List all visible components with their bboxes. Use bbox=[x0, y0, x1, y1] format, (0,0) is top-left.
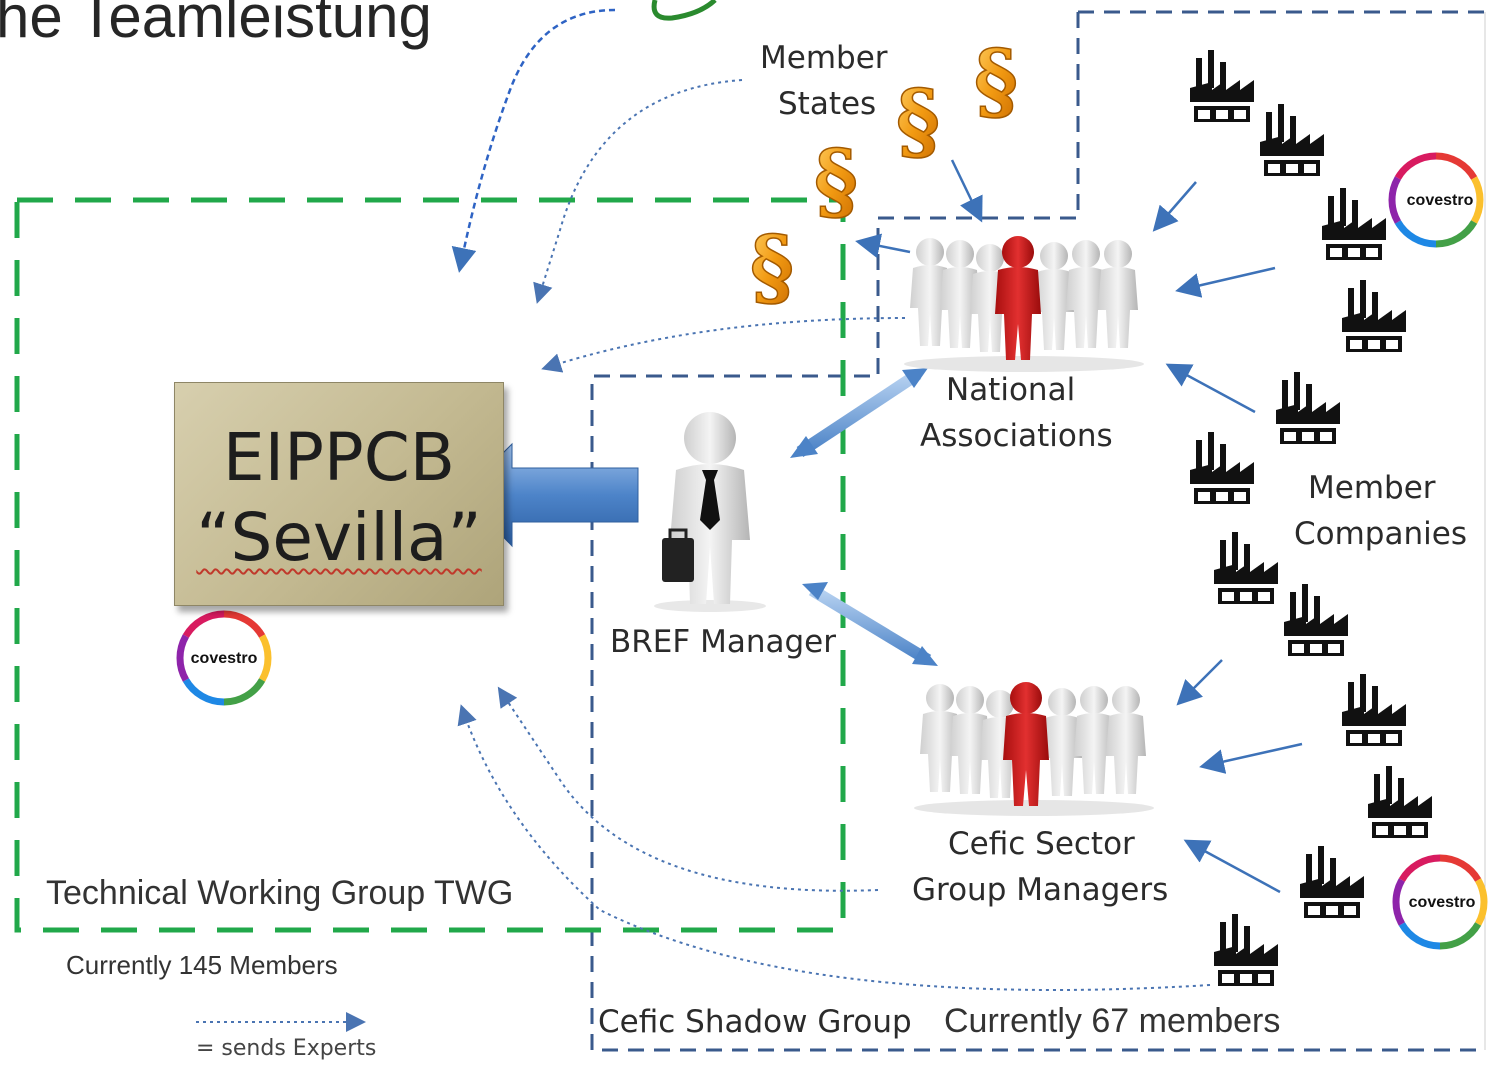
cefic-sector-label-line2: Group Managers bbox=[912, 872, 1169, 908]
twg-border bbox=[14, 197, 846, 933]
arrow-factory-4 bbox=[1176, 659, 1223, 706]
people-group-icon bbox=[904, 236, 1144, 372]
member-companies-label-line2: Companies bbox=[1294, 516, 1467, 552]
factory-icon bbox=[1276, 372, 1340, 444]
legend-label: = sends Experts bbox=[196, 1036, 377, 1061]
paragraph-icon bbox=[973, 30, 1019, 131]
arrow-national-paragraph bbox=[855, 233, 911, 259]
svg-text:covestro: covestro bbox=[1409, 894, 1476, 911]
expert-arrow-states bbox=[533, 79, 743, 304]
double-arrow-cefic bbox=[802, 582, 938, 666]
loop-arrow bbox=[451, 8, 616, 273]
arrow-factory-3 bbox=[1165, 363, 1256, 414]
eippcb-box: EIPPCB “Sevilla” bbox=[174, 382, 504, 606]
factory-icon bbox=[1214, 532, 1278, 604]
expert-arrow-national bbox=[541, 317, 906, 373]
svg-text:covestro: covestro bbox=[1407, 192, 1474, 209]
people-group-icon bbox=[914, 682, 1154, 816]
factory-icon bbox=[1190, 432, 1254, 504]
bref-manager-label: BREF Manager bbox=[610, 624, 836, 660]
arrow-factory-5 bbox=[1199, 742, 1303, 774]
covestro-logo: covestro bbox=[176, 610, 272, 706]
eippcb-name: EIPPCB bbox=[222, 419, 456, 496]
shadow-members-count: Currently 67 members bbox=[944, 1002, 1281, 1040]
eippcb-city-text: “Sevilla” bbox=[196, 499, 482, 576]
factory-icon bbox=[1214, 914, 1278, 986]
paragraph-icon bbox=[895, 70, 941, 171]
arrow-states-national bbox=[950, 159, 983, 223]
covestro-logo: covestro bbox=[1392, 854, 1488, 950]
arrow-factory-2 bbox=[1175, 266, 1276, 298]
businessman-icon bbox=[654, 412, 766, 612]
svg-text:covestro: covestro bbox=[191, 650, 258, 667]
expert-arrow-cefic bbox=[497, 686, 879, 892]
shadow-group-label: Cefic Shadow Group bbox=[598, 1004, 912, 1040]
factory-icon bbox=[1342, 674, 1406, 746]
eippcb-city: “Sevilla” bbox=[175, 499, 503, 576]
covestro-logo: covestro bbox=[1388, 152, 1484, 248]
cefic-sector-label-line1: Cefic Sector bbox=[948, 826, 1135, 862]
arrow-factory-1 bbox=[1152, 181, 1197, 232]
paragraph-icon bbox=[813, 130, 859, 231]
member-states-label-line1: Member bbox=[760, 40, 888, 76]
double-arrow-national bbox=[790, 368, 928, 458]
national-associations-label-line1: National bbox=[946, 372, 1076, 408]
page-title: he Teamleistung bbox=[0, 0, 432, 50]
green-shape-fragment bbox=[651, 0, 717, 21]
twg-members-count: Currently 145 Members bbox=[66, 950, 338, 980]
factory-icon bbox=[1284, 584, 1348, 656]
member-companies-label-line1: Member bbox=[1308, 470, 1436, 506]
factory-icon bbox=[1190, 50, 1254, 122]
twg-label: Technical Working Group TWG bbox=[46, 874, 514, 912]
national-associations-label-line2: Associations bbox=[920, 418, 1113, 454]
factory-icon bbox=[1368, 766, 1432, 838]
arrow-factory-6 bbox=[1183, 839, 1281, 894]
factory-icon bbox=[1342, 280, 1406, 352]
paragraph-icon bbox=[749, 216, 795, 317]
shadow-group-border bbox=[590, 10, 1485, 1052]
factory-icon bbox=[1322, 188, 1386, 260]
member-states-label-line2: States bbox=[778, 86, 877, 122]
factory-icon bbox=[1260, 104, 1324, 176]
factory-icon bbox=[1300, 846, 1364, 918]
expert-arrow-companies bbox=[457, 704, 1211, 991]
